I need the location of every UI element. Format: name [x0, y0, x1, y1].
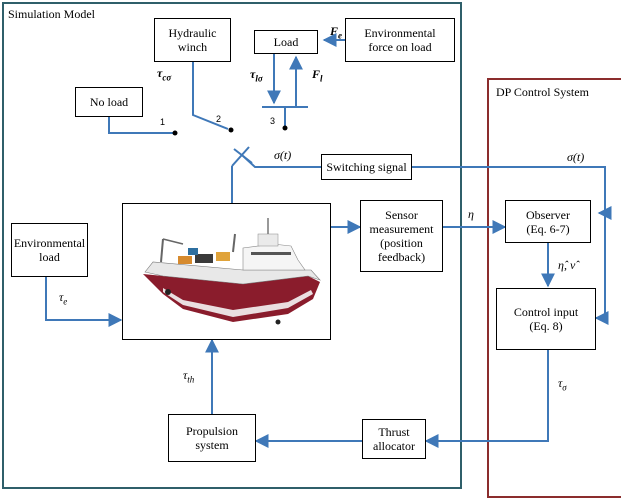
- control-to-thrust: [424, 350, 549, 448]
- dp-control-system-title: DP Control System: [496, 85, 589, 99]
- sigma-t-left-label: σ(t): [274, 148, 292, 162]
- contact-2: [228, 127, 234, 133]
- switching-signal-to-dp: [412, 166, 609, 325]
- switch-signal-line: [242, 155, 321, 168]
- env-load-to-vessel: [45, 277, 123, 327]
- hydraulic-winch-block: Hydraulic winch: [154, 18, 231, 62]
- simulation-model-title: Simulation Model: [8, 7, 95, 21]
- control-input-block: Control input (Eq. 8): [496, 288, 596, 350]
- environmental-load-block: Environmental load: [11, 223, 88, 277]
- tau-e-label: τe: [59, 290, 68, 307]
- contact-1: [172, 130, 178, 136]
- tau-sigma-label: τσ: [558, 376, 567, 393]
- switch-1-label: 1: [160, 117, 166, 127]
- winch-line: [192, 61, 229, 130]
- environmental-force-block: Environmental force on load: [345, 18, 455, 62]
- tau-c-sigma-label: τcσ: [157, 66, 172, 83]
- switching-signal-block: Switching signal: [321, 154, 412, 180]
- no-load-line: [108, 117, 173, 134]
- switch-2-label: 2: [216, 114, 222, 124]
- propulsion-system-block: Propulsion system: [168, 414, 256, 462]
- switch-lever: [231, 146, 250, 167]
- load-block: Load: [254, 30, 318, 54]
- simulation-model-frame: [2, 2, 462, 489]
- switch-3-label: 3: [270, 116, 276, 126]
- sigma-t-right-label: σ(t): [567, 150, 585, 164]
- f-l-label: Fl: [312, 67, 323, 84]
- contact-3: [282, 125, 288, 131]
- no-load-block: No load: [75, 87, 143, 117]
- observer-block: Observer (Eq. 6-7): [505, 200, 591, 243]
- vessel-image-block: [122, 203, 331, 340]
- tau-l-sigma-label: τlσ: [250, 67, 263, 84]
- sensor-measurement-block: Sensor measurement (position feedback): [360, 200, 443, 272]
- vessel-icon: [143, 218, 321, 325]
- eta-label: η: [468, 207, 474, 221]
- tau-th-label: τth: [183, 368, 195, 385]
- thrust-allocator-block: Thrust allocator: [362, 419, 426, 459]
- eta-nu-hat-label: η̂, ν̂: [558, 258, 576, 272]
- f-e-label: Fe: [330, 24, 343, 41]
